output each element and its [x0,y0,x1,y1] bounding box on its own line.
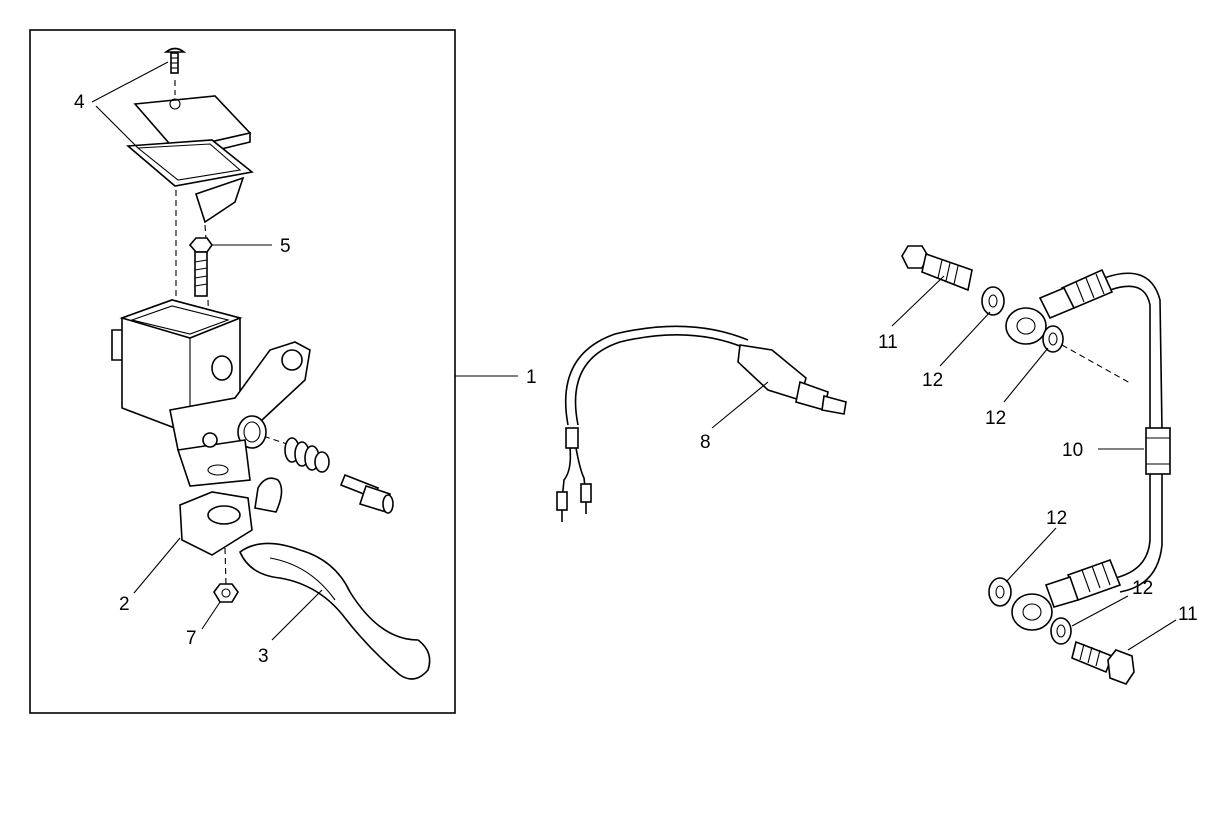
brake-light-switch [556,325,847,522]
banjo-bolt-lower [1071,640,1135,685]
brake-hose [1005,268,1171,631]
sealing-washer-lower-a [988,577,1012,607]
callout-12-upper-b: 12 [985,408,1006,429]
callout-12-upper-a: 12 [922,370,943,391]
sealing-washer-upper-a [981,286,1005,316]
sealing-washer-lower-b [1050,617,1072,645]
callout-12-lower-a: 12 [1046,508,1067,529]
lever-return-spring [284,437,330,473]
brake-lever [179,477,431,680]
callout-3: 3 [258,646,269,667]
reservoir-cover-screw [163,47,187,74]
sealing-washer-upper-b [1042,325,1064,353]
callout-8: 8 [700,432,711,453]
callout-2: 2 [119,594,130,615]
callout-12-lower-b: 12 [1132,578,1153,599]
callout-5: 5 [280,236,291,257]
callout-1: 1 [526,367,537,388]
callout-11-upper: 11 [878,332,898,353]
leader-lines [91,61,1177,651]
callout-7: 7 [186,628,197,649]
banjo-bolt-upper [901,245,973,292]
callout-4: 4 [74,92,85,113]
lever-pivot-nut [213,583,239,603]
mounting-bolt [188,237,213,297]
master-cylinder-assembly-frame [29,29,456,714]
master-cylinder-body [111,299,311,487]
callout-10: 10 [1062,440,1083,461]
callout-11-lower: 11 [1178,604,1198,625]
reservoir-gasket [125,139,254,224]
lever-pivot-pin [339,473,394,514]
